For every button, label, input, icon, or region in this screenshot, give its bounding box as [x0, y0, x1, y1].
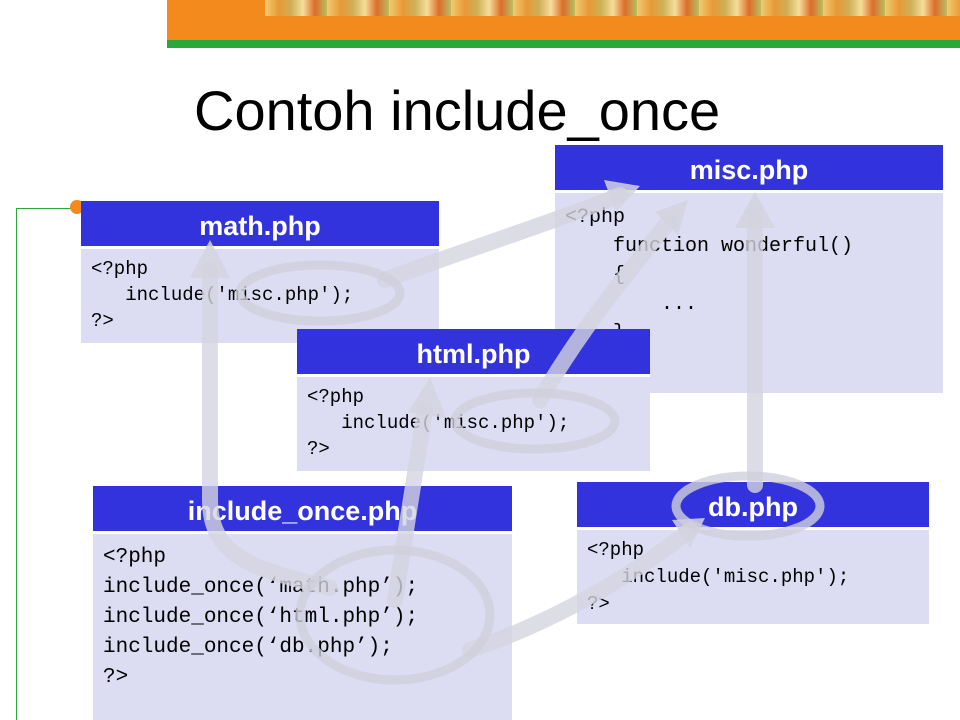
highlight-html-include — [450, 388, 620, 454]
decor-line-horizontal — [16, 208, 78, 209]
arrow-shafts — [202, 187, 763, 658]
highlight-math-include — [235, 260, 405, 326]
arrow-include-to-math — [202, 262, 338, 596]
math-php-header: math.php — [81, 201, 439, 249]
highlight-include-once-args — [295, 545, 495, 685]
arrowhead-html — [408, 378, 446, 418]
bullet-dot — [70, 200, 84, 214]
arrowhead-misc-from-html — [655, 200, 688, 235]
code-line: <?php — [587, 539, 645, 561]
arrow-html-to-misc — [532, 212, 678, 408]
code-line: include('misc.php'); — [587, 566, 850, 588]
arrow-heads — [190, 180, 775, 548]
arrow-include-to-db — [462, 522, 698, 658]
code-line: ?> — [103, 666, 129, 689]
code-line: <?php — [307, 386, 365, 408]
html-php-header: html.php — [297, 329, 650, 377]
code-line: include_once(‘html.php’); — [103, 606, 419, 629]
arrowhead-misc-from-db — [735, 192, 775, 228]
code-line: <?php — [103, 546, 167, 569]
html-php-code: <?php include('misc.php');?> — [297, 377, 650, 471]
decor-line-vertical — [16, 208, 17, 720]
slide-title: Contoh include_once — [194, 79, 721, 142]
arrowhead-misc-from-math — [604, 180, 640, 212]
code-line: ?> — [307, 438, 330, 460]
banner-photo-strip — [265, 0, 960, 16]
top-banner-green — [167, 40, 960, 48]
arrowhead-math — [190, 240, 230, 278]
code-line: include_once(‘math.php’); — [103, 576, 419, 599]
html-php-box: html.php <?php include('misc.php');?> — [297, 329, 650, 471]
code-line: ?> — [91, 310, 114, 332]
highlight-db-header — [671, 471, 825, 541]
highlight-ellipses — [235, 260, 825, 685]
code-line: ... — [565, 293, 698, 316]
code-line: <?php — [91, 258, 149, 280]
include-once-php-header: include_once.php — [93, 486, 512, 534]
arrow-include-to-html — [387, 402, 433, 608]
arrow-math-to-misc — [377, 187, 628, 288]
